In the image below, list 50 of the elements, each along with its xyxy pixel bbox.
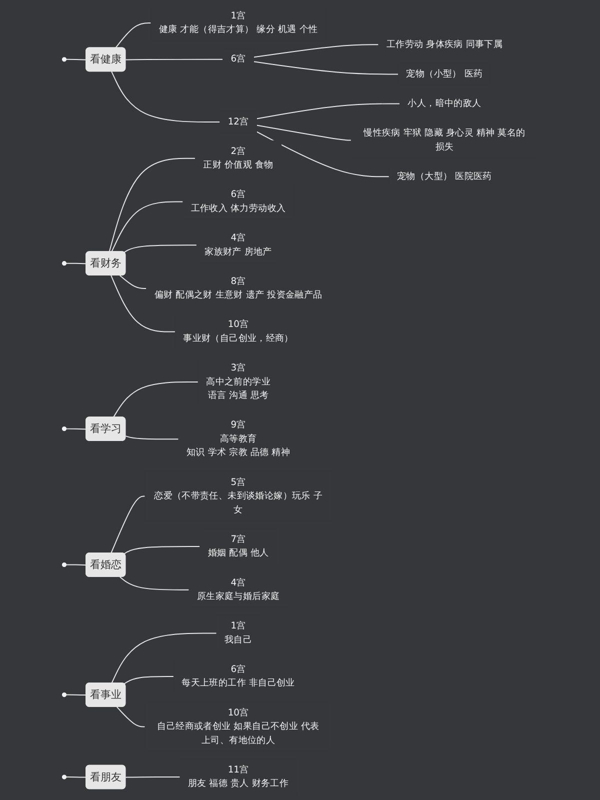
node-text: 6宫 工作收入 体力劳动收入 [190,189,286,214]
connector [66,262,87,264]
node-text: 3宫 高中之前的学业 语言 沟通 思考 [206,362,270,401]
connector [119,274,147,289]
node-text: 宠物（大型） 医院医药 [397,171,492,182]
connector [111,71,220,122]
connector [110,274,176,332]
connector [256,131,390,178]
node-text: 9宫 高等教育 知识 学术 宗教 品德 精神 [186,420,290,458]
node-text: 工作劳动 身体疾病 同事下属 [386,39,503,50]
connector [66,58,87,60]
connector [108,158,196,252]
connector [111,632,218,684]
node-text: 慢性疾病 牢狱 隐藏 身心灵 精神 莫名的损失 [364,128,526,152]
connector [110,496,146,554]
connector [66,428,87,430]
connector [253,44,379,58]
node-text: 10宫 事业财（自己创业，经商） [183,319,294,344]
node-text: 宠物（小型） 医药 [406,68,483,80]
node-text: 6宫 [230,54,246,64]
node-text: 8宫 偏财 配偶之财 生意财 遗产 投资金融产品 [154,276,322,300]
node-text: 5宫 恋爱（不带责任、未到谈婚论嫁）玩乐 子女 [154,476,322,515]
connector [125,436,180,440]
node-text: 4宫 原生家庭与婚后家庭 [196,577,280,602]
connector [66,776,87,778]
node-text: 4宫 家族财产 房地产 [204,232,272,257]
node-text: 12宫 [228,116,249,127]
connector [66,694,87,696]
connector [256,103,400,120]
connector [119,576,190,590]
connector [112,382,199,418]
node-text: 1宫 我自己 [224,620,252,646]
connector [124,546,200,554]
node-text: 6宫 每天上班的工作 非自己创业 [182,664,295,688]
node-text: 1宫 健康 才能（得吉才算） 缘分 机遇 个性 [158,10,318,35]
node-text: 小人，暗中的敌人 [408,98,482,109]
connector [256,124,352,141]
connector [111,201,184,252]
connector [116,706,146,728]
connector [124,244,198,253]
connector [124,676,174,684]
connector [253,61,399,75]
connector [66,564,87,566]
connector [125,776,181,778]
connector [115,22,152,48]
node-text: 7宫 婚姻 配偶 他人 [208,534,269,558]
node-text: 2宫 正财 价值观 食物 [203,146,274,170]
connector [125,58,224,60]
node-text: 11宫 朋友 福德 贵人 财务工作 [188,764,289,789]
node-text: 10宫 自己经商或者创业 如果自己不创业 代表上司、有地位的人 [157,707,320,746]
